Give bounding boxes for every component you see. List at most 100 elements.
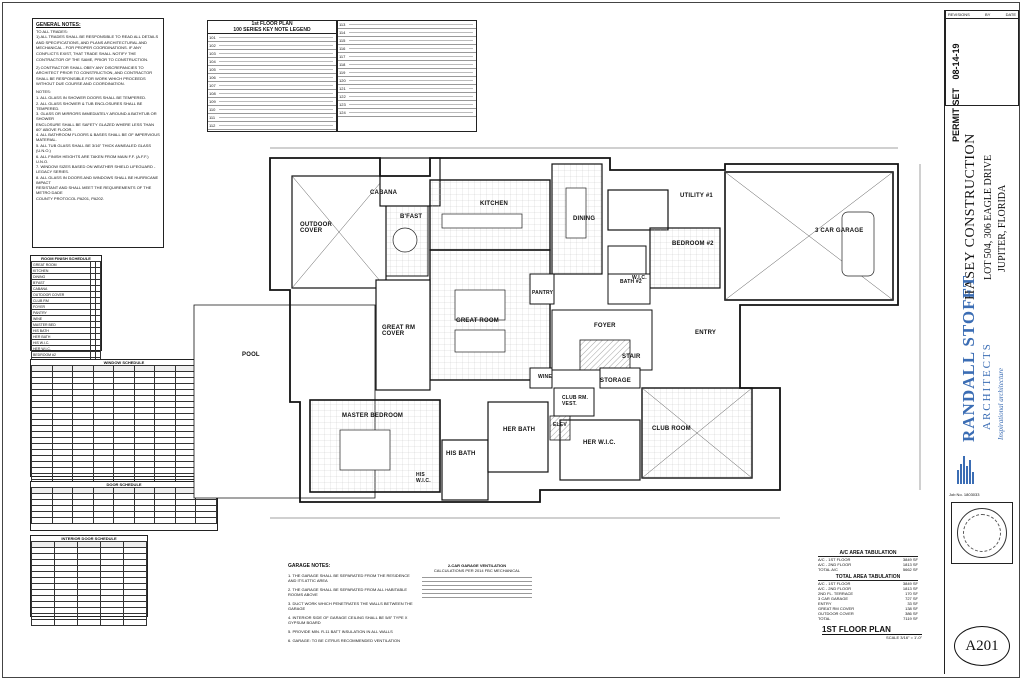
- room-label-outdoor-cover: OUTDOOR COVER: [300, 222, 333, 234]
- room-label-his-bath: HIS BATH: [446, 451, 476, 457]
- room-label-great-rm-cover: GREAT RM COVER: [382, 325, 416, 337]
- legend-item: 102: [208, 42, 336, 50]
- legend-item: 124: [338, 109, 476, 117]
- elev-area: [549, 415, 571, 441]
- wine-area: [529, 367, 553, 389]
- legend-item: 115: [338, 37, 476, 45]
- general-note-line: 1) ALL TRADES SHALL BE RESPONSIBLE TO RE…: [36, 34, 159, 40]
- plan-scale: SCALE 3/16" = 1'-0": [886, 635, 922, 640]
- revisions-by-label: BY: [985, 12, 991, 17]
- general-note-line: MECHANICAL - FOR PROPER COORDINATIONS. I…: [36, 45, 142, 51]
- great-rm-cover-area: [375, 279, 431, 391]
- general-note-line: ENCLOSURE SHALL BE SAFETY GLAZED WHERE L…: [36, 121, 154, 132]
- legend-item: 106: [208, 74, 336, 82]
- interior-door-title: INTERIOR DOOR SCHEDULE: [61, 536, 117, 541]
- door-row: [31, 511, 217, 518]
- legend-item: 110: [208, 106, 336, 114]
- total-area-title: TOTAL AREA TABULATION: [818, 574, 918, 581]
- general-note-line: 4. ALL BATHROOM FLOORS & BASES SHALL BE …: [36, 132, 160, 143]
- general-note-line: ARCHITECT PRIOR TO CONSTRUCTION, AND CON…: [36, 70, 153, 76]
- room-label-his-wic: HIS W.I.C.: [416, 472, 431, 484]
- general-notes-box: GENERAL NOTES: TO ALL TRADES:1) ALL TRAD…: [32, 18, 164, 248]
- legend-item: 111: [208, 114, 336, 122]
- architect-seal: [951, 502, 1013, 564]
- ac-area-title: A/C AREA TABULATION: [818, 550, 918, 557]
- his-bath-area: [441, 439, 489, 501]
- room-label-bedroom-2: BEDROOM #2: [672, 241, 714, 247]
- legend-item: 116: [338, 45, 476, 53]
- bath-2-area: [607, 273, 651, 305]
- wic-area: [607, 245, 647, 275]
- general-note-line: 2) CONTRACTOR SHALL OBEY ANY DISCREPANCI…: [36, 64, 144, 70]
- legend-item: 113: [338, 21, 476, 29]
- room-label-master-bedroom: MASTER BEDROOM: [342, 413, 404, 419]
- garage-note-line: 4. INTERIOR SIDE OF GARAGE CEILING SHALL…: [288, 615, 408, 625]
- general-note-line: SHALL BE RESPONSIBLE FOR WORK WHICH PROC…: [36, 75, 146, 81]
- general-notes-lines: TO ALL TRADES:1) ALL TRADES SHALL BE RES…: [36, 29, 160, 201]
- room-label-her-bath: HER BATH: [503, 427, 536, 433]
- legend-item: 108: [208, 90, 336, 98]
- job-number: Job No. 1803033: [949, 492, 980, 497]
- title-block: REVISIONS BY DATE PERMIT SET 08-14-19 HA…: [944, 10, 1019, 674]
- revisions-date-label: DATE: [1005, 12, 1016, 17]
- legend-item: 103: [208, 50, 336, 58]
- interior-door-schedule: INTERIOR DOOR SCHEDULE: [30, 535, 148, 626]
- general-note-line: CONFLICTS EXIST, THAT TRADE SHALL NOTIFY…: [36, 50, 137, 56]
- room-label-club-vest: CLUB RM. VEST.: [562, 395, 589, 407]
- permit-set: PERMIT SET 08-14-19: [951, 43, 961, 142]
- room-label-elev: ELEV: [553, 422, 567, 428]
- general-note-line: 6. ALL FINISH HEIGHTS ARE TAKEN FROM MAI…: [36, 153, 149, 164]
- general-note-line: COUNTY PROTOCOL PA201, PA202.: [36, 195, 105, 201]
- garage-note-line: 1. THE GARAGE SHALL BE SEPARATED FROM TH…: [288, 573, 410, 583]
- general-note-line: 7. WINDOW SIZES BASED ON WEATHER SHIELD …: [36, 164, 156, 175]
- general-note-line: AND SPECIFICATIONS, AND PLANS ARCHITECTU…: [36, 39, 147, 45]
- legend-item: 109: [208, 98, 336, 106]
- room-finish-title: ROOM FINISH SCHEDULE: [41, 256, 91, 261]
- legend-item: 120: [338, 77, 476, 85]
- garage-notes-lines: 1. THE GARAGE SHALL BE SEPARATED FROM TH…: [288, 573, 418, 643]
- garage-note-line: 6. GARAGE: TO BE CITRUS RECOMMENDED VENT…: [288, 638, 401, 643]
- general-note-line: 3. GLASS OR MIRRORS IMMEDIATELY AROUND A…: [36, 111, 157, 122]
- room-finish-row: B'FAST: [31, 279, 102, 286]
- bedroom-2-area: [649, 227, 721, 289]
- firm-logo-bars: [957, 450, 977, 484]
- project-lot: LOT 504, 306 EAGLE DRIVE: [983, 154, 994, 280]
- floor-plan-drawing: [193, 147, 921, 519]
- legend-item: 117: [338, 53, 476, 61]
- window-schedule-title: WINDOW SCHEDULE: [103, 360, 145, 365]
- legend-item: 122: [338, 93, 476, 101]
- permit-date: 08-14-19: [951, 43, 961, 80]
- club-vest-area: [553, 387, 595, 417]
- her-bath-area: [487, 401, 549, 473]
- plan-title: 1ST FLOOR PLAN: [822, 625, 922, 635]
- garage-notes: GARAGE NOTES: 1. THE GARAGE SHALL BE SEP…: [288, 563, 418, 643]
- general-note-line: 2. ALL GLASS SHOWER & TUB ENCLOSURES SHA…: [36, 100, 143, 111]
- room-label-pool: POOL: [242, 352, 260, 358]
- interior-door-row: [31, 559, 147, 566]
- legend-item: 112: [208, 122, 336, 130]
- project-city: JUPITER, FLORIDA: [997, 184, 1008, 272]
- utility-area: [607, 189, 669, 231]
- general-note-line: TO ALL TRADES:: [36, 28, 68, 34]
- room-label-cabana: CABANA: [370, 190, 398, 196]
- ventilation-title: 2-CAR GARAGE VENTILATION: [447, 563, 507, 568]
- room-label-her-wic: HER W.I.C.: [583, 440, 616, 446]
- pantry-area: [529, 273, 555, 305]
- general-note-line: 5. ALL TUB GLASS SHALL BE 3/16" THICK AN…: [36, 142, 152, 153]
- room-label-club-room: CLUB ROOM: [652, 426, 691, 432]
- general-note-line: CONTRACTOR OF THE SAME, PRIOR TO CONSTRU…: [36, 56, 149, 62]
- firm-tagline: Inspirational architecture: [997, 368, 1005, 440]
- revisions-label: REVISIONS: [948, 12, 970, 17]
